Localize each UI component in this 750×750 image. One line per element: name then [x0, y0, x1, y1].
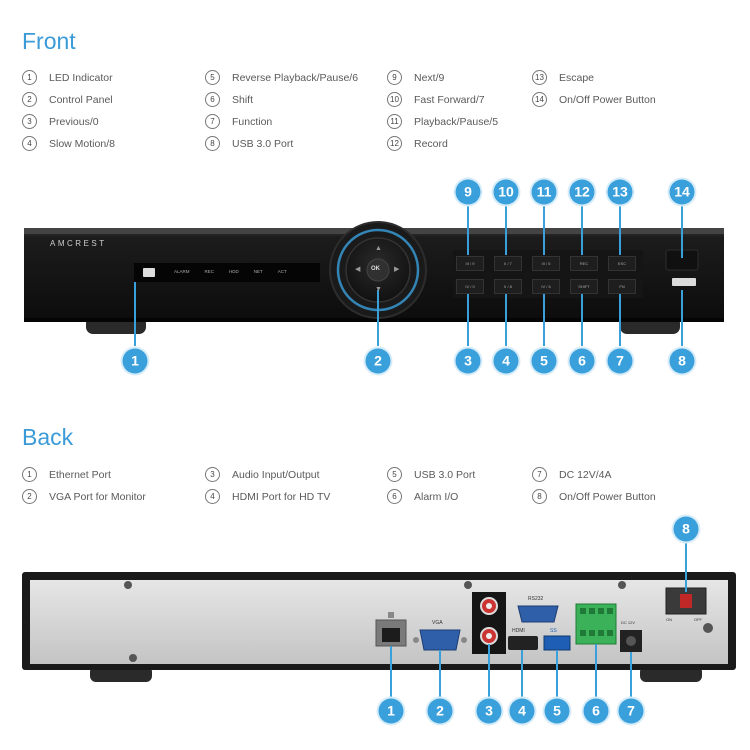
rs232-label: RS232	[528, 596, 544, 602]
display-label-rec: REC	[204, 269, 215, 274]
front-badge: 1	[122, 348, 148, 374]
amcrest-logo: AMCREST	[50, 239, 107, 248]
display-label-net: NET	[253, 269, 263, 274]
back-badge: 3	[476, 698, 502, 724]
front-heading: Front	[22, 28, 76, 54]
dc-label: DC 12V	[621, 620, 636, 625]
hdmi-label: HDMI	[512, 628, 525, 634]
back-badge: 8	[673, 516, 699, 542]
front-badge: 5	[531, 348, 557, 374]
front-button-slow-motion[interactable]: II / 8	[494, 279, 522, 294]
display-label-hdd: HDD	[229, 269, 239, 274]
front-badge: 10	[493, 179, 519, 205]
front-badge: 8	[669, 348, 695, 374]
back-badge: 7	[618, 698, 644, 724]
back-badge: 4	[509, 698, 535, 724]
dial-arrow-down-icon[interactable]: ▼	[375, 286, 382, 293]
dial-arrow-right-icon[interactable]: ▶	[394, 266, 400, 273]
back-heading: Back	[22, 424, 74, 450]
status-display: ALARM REC HDD NET ACT	[174, 269, 287, 274]
front-badge: 9	[455, 179, 481, 205]
front-button-previous[interactable]: IV / 0	[456, 279, 484, 294]
power-off-label: OFF	[694, 617, 702, 622]
front-badge: 7	[607, 348, 633, 374]
power-on-label: ON	[666, 617, 672, 622]
front-badge: 14	[669, 179, 695, 205]
front-button-shift[interactable]: SHIFT	[570, 279, 598, 294]
back-badge: 2	[427, 698, 453, 724]
ok-button[interactable]: OK	[371, 266, 380, 272]
back-badge: 1	[378, 698, 404, 724]
front-badge: 2	[365, 348, 391, 374]
front-button-fast-forward[interactable]: II / 7	[494, 256, 522, 271]
front-button-playback[interactable]: III / 5	[532, 256, 560, 271]
front-badge: 4	[493, 348, 519, 374]
front-badge: 11	[531, 179, 557, 205]
front-badge: 6	[569, 348, 595, 374]
usb-label: SS	[550, 628, 557, 634]
front-badge: 12	[569, 179, 595, 205]
power-switch[interactable]	[680, 594, 692, 608]
front-button-escape[interactable]: ESC	[608, 256, 636, 271]
back-badge: 5	[544, 698, 570, 724]
dial-arrow-left-icon[interactable]: ◀	[355, 266, 361, 273]
dial-arrow-up-icon[interactable]: ▲	[375, 245, 382, 252]
front-badge: 3	[455, 348, 481, 374]
display-label-act: ACT	[277, 269, 287, 274]
display-label-alarm: ALARM	[174, 269, 190, 274]
front-button-function[interactable]: FN	[608, 279, 636, 294]
front-button-reverse-playback[interactable]: IV / 6	[532, 279, 560, 294]
front-button-record[interactable]: REC	[570, 256, 598, 271]
front-button-next[interactable]: III / 9	[456, 256, 484, 271]
front-badge: 13	[607, 179, 633, 205]
vga-label: VGA	[432, 620, 443, 626]
back-badge: 6	[583, 698, 609, 724]
